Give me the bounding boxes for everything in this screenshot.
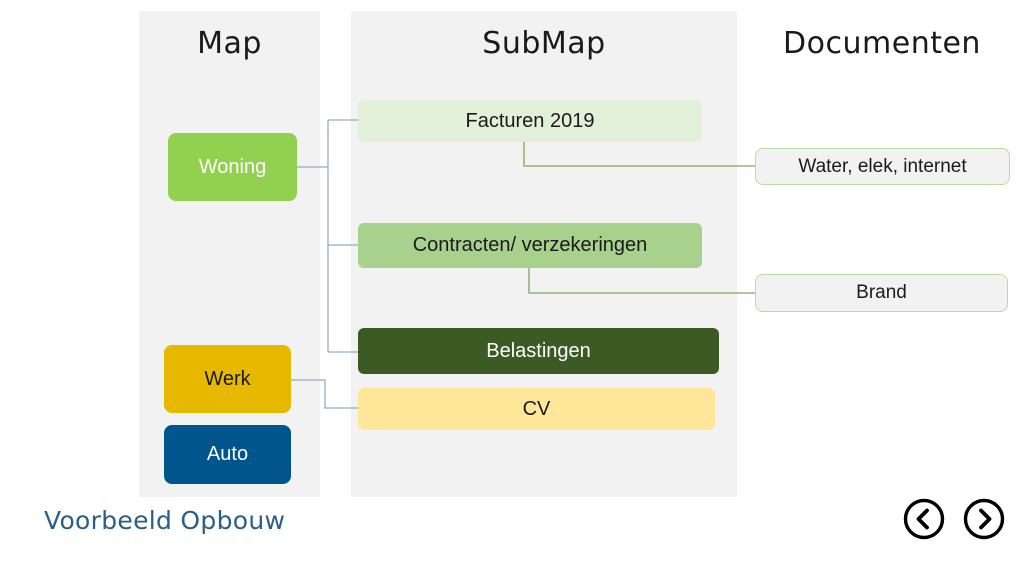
submap-belastingen[interactable]: Belastingen xyxy=(358,328,719,374)
next-button[interactable] xyxy=(962,497,1006,541)
submap-column-heading: SubMap xyxy=(482,26,606,61)
map-woning[interactable]: Woning xyxy=(168,133,297,201)
prev-button[interactable] xyxy=(902,497,946,541)
document-water-elek-internet[interactable]: Water, elek, internet xyxy=(755,148,1010,185)
map-auto[interactable]: Auto xyxy=(164,425,291,484)
submap-facturen-2019[interactable]: Facturen 2019 xyxy=(358,100,702,142)
submap-contracten-verzekeringen[interactable]: Contracten/ verzekeringen xyxy=(358,223,702,268)
map-werk[interactable]: Werk xyxy=(164,345,291,413)
chevron-right-circle-icon xyxy=(963,498,1005,540)
document-brand[interactable]: Brand xyxy=(755,274,1008,312)
footer-title: Voorbeeld Opbouw xyxy=(44,506,286,535)
submap-cv[interactable]: CV xyxy=(358,388,715,430)
map-column-bg xyxy=(139,11,320,497)
map-column-heading: Map xyxy=(197,26,262,61)
chevron-left-circle-icon xyxy=(903,498,945,540)
documenten-column-heading: Documenten xyxy=(783,26,981,61)
